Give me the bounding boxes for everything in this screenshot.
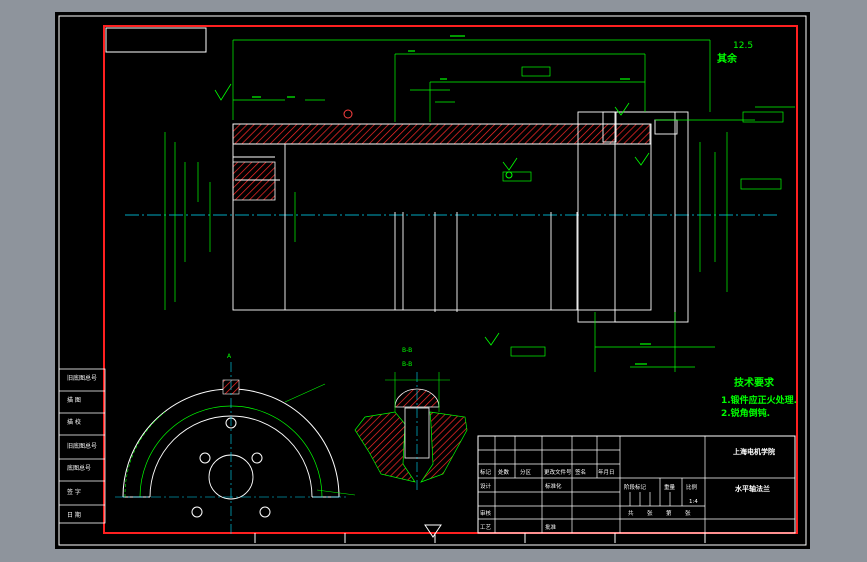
- notes-item-1: 1.锻件应正火处理.: [721, 394, 797, 406]
- company-name: 上海电机学院: [733, 447, 775, 456]
- section-b-label-top: B-B: [402, 347, 412, 354]
- centering-mark: [424, 524, 442, 538]
- border-frame: [103, 25, 798, 534]
- outer-frame: [58, 15, 807, 546]
- header-zone: 分区: [520, 468, 532, 476]
- row-standardization: 标准化: [545, 482, 562, 490]
- left-row-1: 旧底图总号: [67, 374, 97, 382]
- dimension-text-marks: [252, 35, 651, 365]
- tolerance-frames: [502, 66, 784, 357]
- roughness-value: 12.5: [733, 41, 753, 51]
- header-mark: 标记: [480, 468, 492, 476]
- left-row-6: 签 字: [67, 488, 81, 496]
- roughness-symbols: [214, 83, 650, 346]
- left-row-3: 描 校: [67, 418, 81, 426]
- hatched-flange: [232, 161, 276, 201]
- code-box: [105, 27, 207, 53]
- notes-title: 技术要求: [734, 376, 775, 389]
- hatched-wall-top: [232, 123, 651, 145]
- left-row-7: 日 期: [67, 511, 81, 519]
- header-date: 年月日: [598, 468, 615, 476]
- scale-value: 1:4: [689, 499, 698, 505]
- header-sign: 签名: [575, 468, 586, 476]
- bottom-ticks: [254, 533, 706, 543]
- row-process: 工艺: [480, 524, 492, 531]
- scale-header: 比例: [686, 483, 698, 491]
- row-approve: 批准: [545, 523, 557, 531]
- shaft-outline: [232, 111, 689, 323]
- sheet-index-unit: 张: [685, 509, 691, 517]
- section-a-label: A: [227, 353, 232, 360]
- cad-drawing: 12.5 其余 技术要求 1.锻件应正火处理. 2.锐角倒钝. A B-B B-…: [58, 15, 807, 546]
- sheet-total-label: 共: [628, 509, 634, 517]
- roughness-other-label: 其余: [717, 52, 738, 65]
- header-change-doc: 更改文件号: [544, 468, 572, 476]
- section-b-label: B-B: [402, 361, 412, 368]
- shaft-main-view: [125, 35, 795, 372]
- stage-mark-header: 阶段标记: [624, 483, 647, 491]
- title-grid-lines: [478, 436, 795, 533]
- flange-half-view: [115, 362, 356, 537]
- row-design: 设计: [480, 482, 492, 490]
- callout-circle: [343, 109, 353, 119]
- left-row-2: 描 图: [67, 396, 81, 404]
- drawing-sheet: 12.5 其余 技术要求 1.锻件应正火处理. 2.锐角倒钝. A B-B B-…: [55, 12, 810, 549]
- header-count: 处数: [498, 468, 510, 476]
- left-row-5: 底图总号: [67, 464, 91, 472]
- title-block: [477, 435, 796, 534]
- left-row-4: 旧底图总号: [67, 442, 97, 450]
- sheet-total-unit: 张: [647, 509, 653, 517]
- weight-header: 重量: [664, 483, 676, 491]
- part-name: 水平轴法兰: [735, 484, 770, 493]
- sheet-index-label: 第: [666, 509, 672, 517]
- notes-item-2: 2.锐角倒钝.: [721, 407, 770, 419]
- section-b-view: [354, 372, 468, 492]
- dimension-lines: [164, 39, 795, 372]
- left-doc-table: [58, 368, 106, 524]
- row-review: 审核: [480, 509, 492, 517]
- datum-circle: [505, 171, 513, 179]
